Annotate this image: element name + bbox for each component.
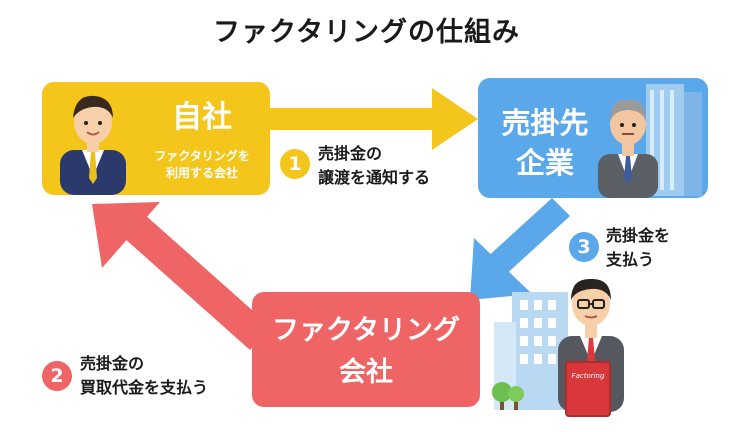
self-company-desc-line1: ファクタリングを bbox=[154, 149, 250, 163]
businessman-icon bbox=[60, 95, 126, 195]
step1-text-line2: 譲渡を通知する bbox=[318, 168, 431, 187]
tree-icon bbox=[492, 382, 524, 410]
client-illustration bbox=[598, 84, 702, 198]
self-company-box: 自社 ファクタリングを 利用する会社 bbox=[42, 82, 270, 195]
arrow-step1 bbox=[268, 88, 478, 150]
arrow-step2 bbox=[92, 202, 270, 350]
client-company-name-line1: 売掛先 bbox=[501, 106, 589, 140]
factoring-company-name-line2: 会社 bbox=[339, 357, 393, 388]
factoring-company-name-line1: ファクタリング bbox=[272, 315, 460, 346]
step2-badge: 2 bbox=[42, 361, 72, 391]
self-company-desc-line2: 利用する会社 bbox=[165, 166, 238, 180]
client-company-box: 売掛先 企業 bbox=[478, 78, 708, 198]
executive-man-icon bbox=[598, 99, 658, 198]
businessman-with-book-icon bbox=[558, 278, 624, 417]
step3-badge: 3 bbox=[569, 232, 599, 262]
step2-text-line2: 買取代金を支払う bbox=[80, 378, 209, 397]
client-company-name-line2: 企業 bbox=[515, 146, 574, 180]
step3-text-line2: 支払う bbox=[606, 250, 655, 269]
step1-text-line1: 売掛金の bbox=[318, 144, 383, 163]
factoring-company-box: ファクタリング 会社 bbox=[252, 292, 480, 407]
self-company-name: 自社 bbox=[172, 100, 232, 135]
book-label: Factoring bbox=[571, 372, 605, 380]
step3-text-line1: 売掛金を bbox=[606, 226, 671, 245]
step2-text-line1: 売掛金の bbox=[80, 354, 145, 373]
step1-badge: 1 bbox=[280, 149, 310, 179]
arrow-step3 bbox=[470, 198, 570, 300]
page-title: ファクタリングの仕組み bbox=[213, 17, 520, 48]
